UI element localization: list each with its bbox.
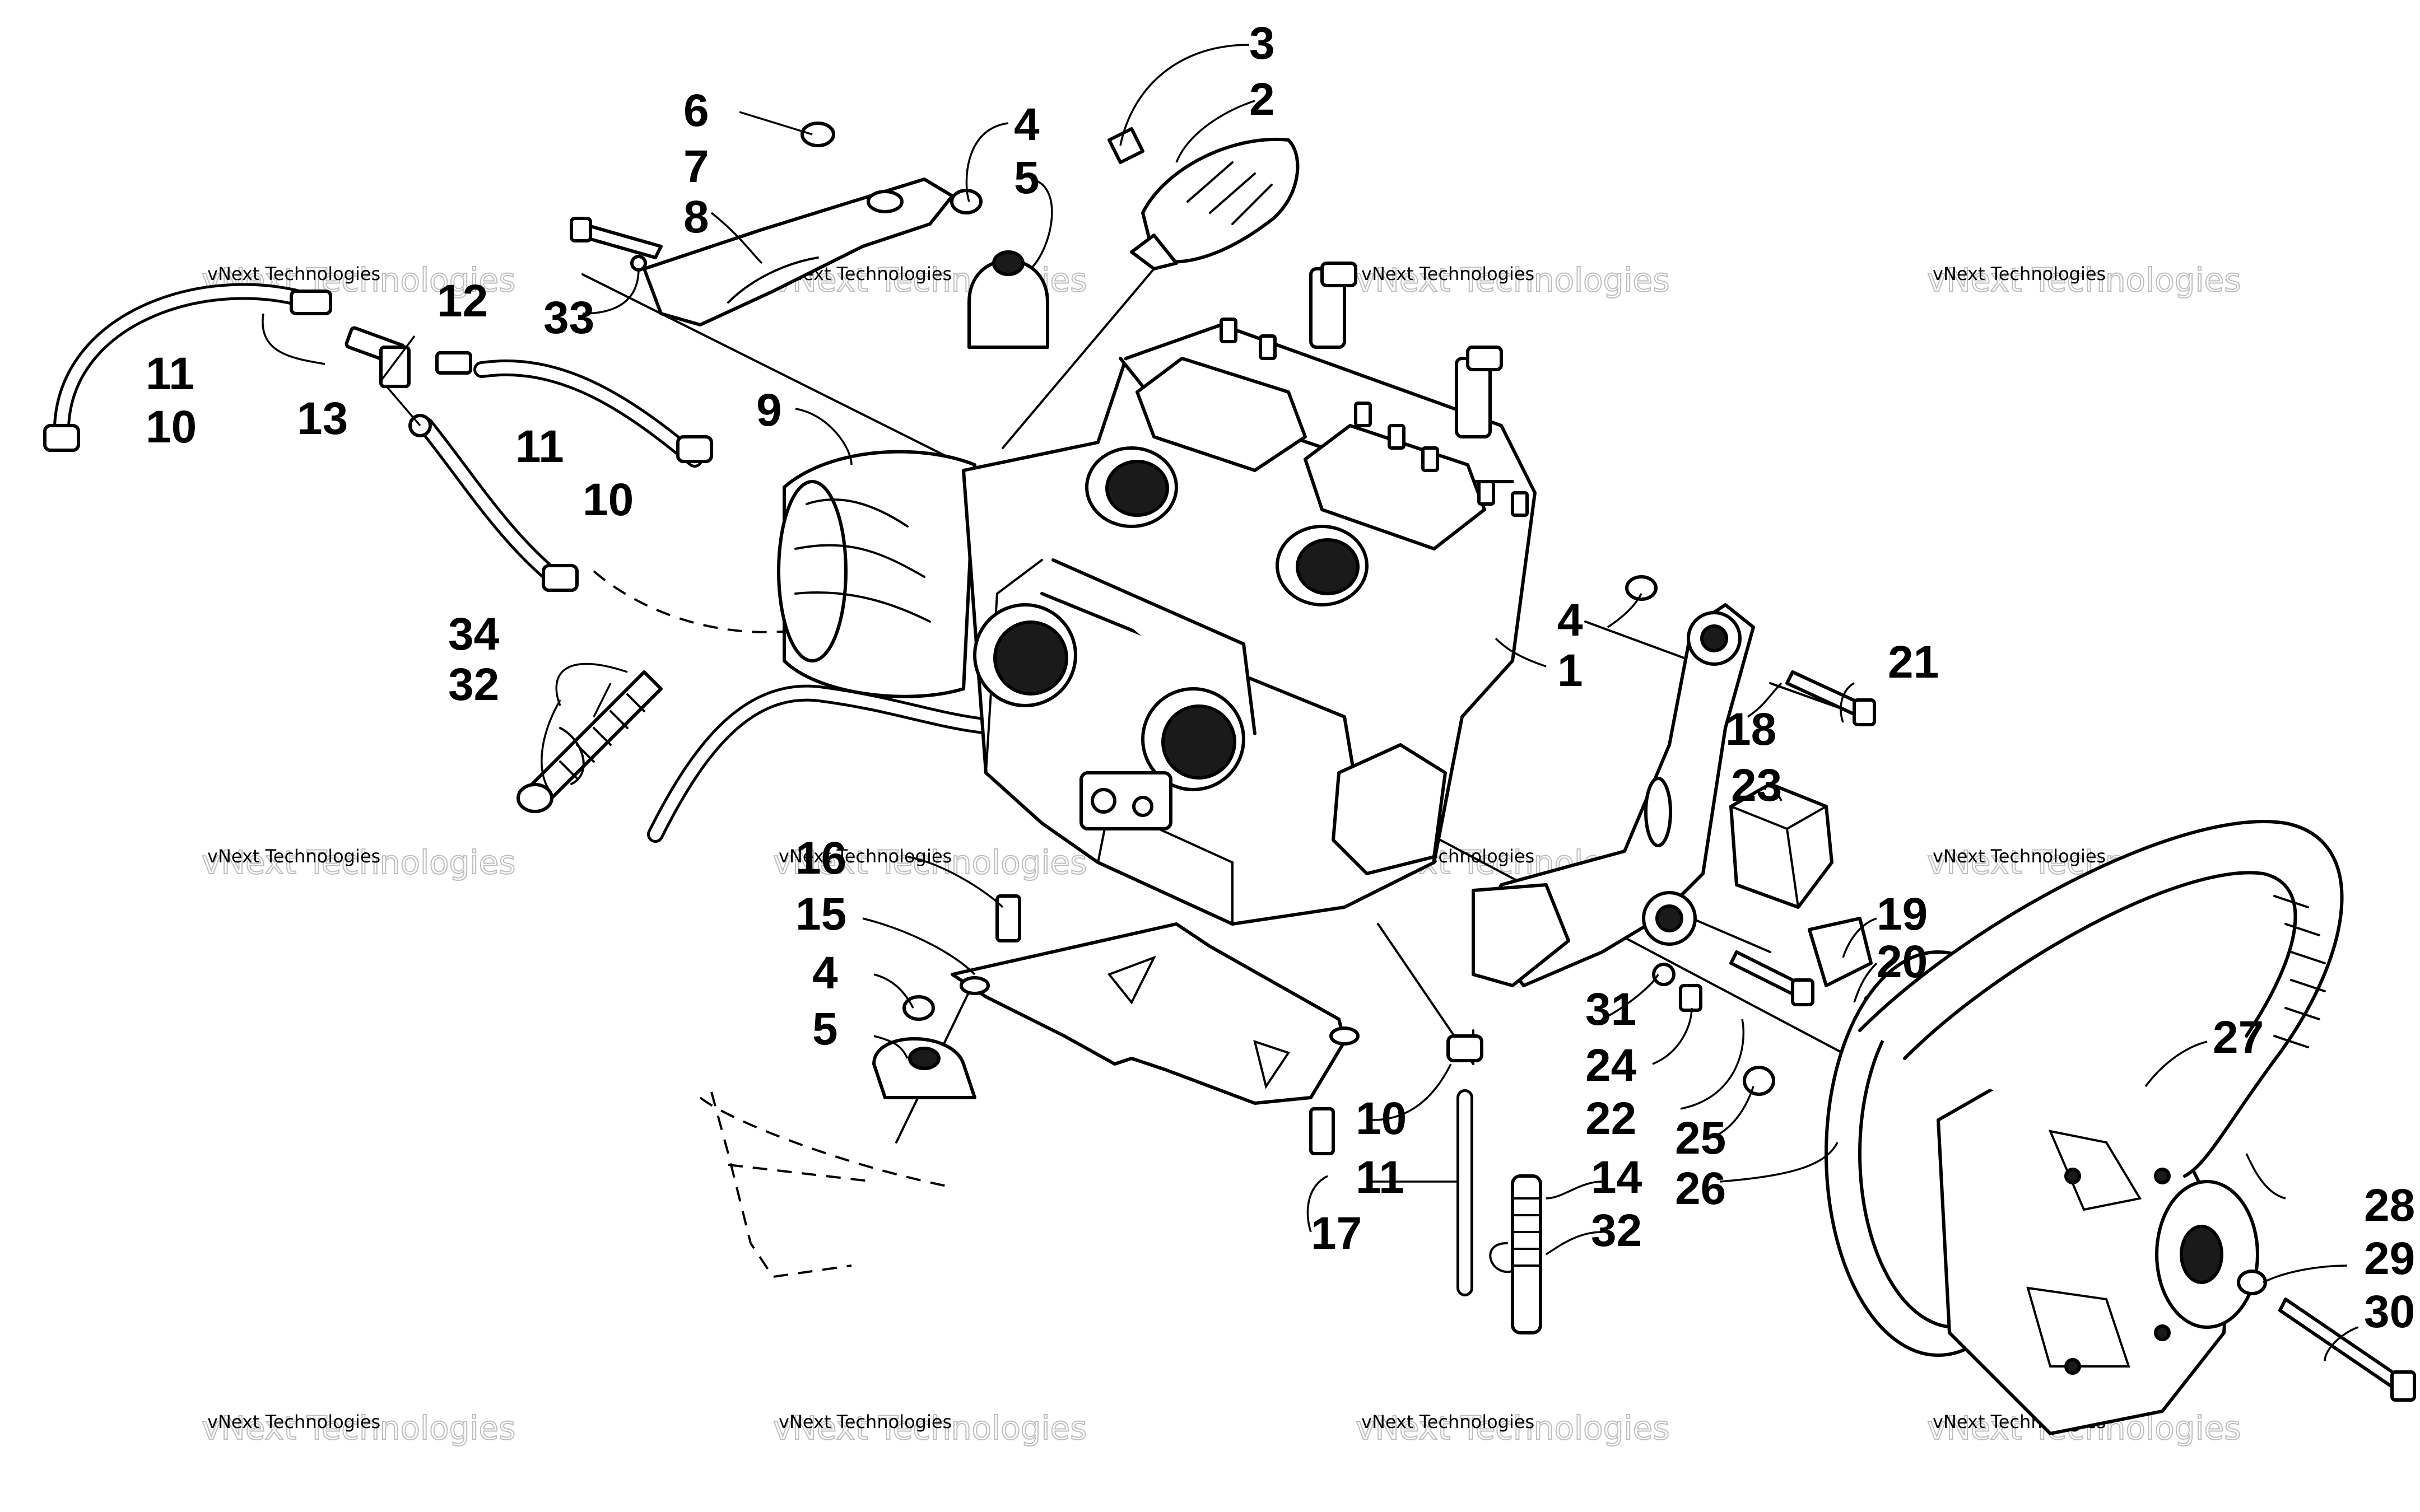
- mount-isolators: [872, 189, 1658, 1099]
- svg-text:vNext Technologies: vNext Technologies: [1927, 261, 2241, 299]
- callout-9: 9: [756, 385, 782, 436]
- drive-belt: [1858, 820, 2344, 1178]
- callout-30: 30: [2364, 1286, 2415, 1337]
- callout-11: 11: [1356, 1152, 1404, 1203]
- clamp-icon: [43, 424, 80, 452]
- callout-25: 25: [1675, 1113, 1726, 1164]
- callout-7: 7: [683, 141, 709, 192]
- tee-fitting: [290, 290, 472, 437]
- head-bolts: [1220, 318, 1529, 517]
- clamp-icon: [676, 435, 713, 463]
- watermark: vNext Technologies vNext Technologies: [1355, 1408, 1670, 1448]
- drain-fitting-right: [1489, 1174, 1542, 1334]
- callout-numbers: 1 2 3 4 5 6 7 8 9 10 11 12 13 11 10 33 3…: [146, 18, 2415, 1337]
- airbox: [777, 450, 976, 698]
- callout-24: 24: [1585, 1040, 1637, 1091]
- callout-18: 18: [1725, 704, 1776, 755]
- callout-23: 23: [1731, 760, 1782, 811]
- svg-text:vNext Technologies: vNext Technologies: [1356, 261, 1669, 299]
- callout-11: 11: [515, 421, 564, 472]
- watermark: vNext Technologies vNext Technologies: [1926, 260, 2241, 300]
- callout-26: 26: [1675, 1163, 1726, 1214]
- callout-22: 22: [1585, 1093, 1636, 1144]
- svg-text:vNext Technologies: vNext Technologies: [202, 843, 515, 881]
- recoil-starter-handle: [1107, 127, 1300, 270]
- callout-21: 21: [1888, 637, 1939, 688]
- hose-clamps: [43, 424, 1483, 1062]
- drain-fitting-left: [516, 670, 663, 813]
- watermark: vNext Technologies vNext Technologies: [1355, 260, 1670, 300]
- svg-text:vNext Technologies: vNext Technologies: [1933, 263, 2106, 284]
- callout-5: 5: [1014, 152, 1040, 203]
- svg-text:vNext Technologies: vNext Technologies: [207, 263, 380, 284]
- torque-arm-bracket: [1472, 603, 1755, 987]
- callout-32: 32: [1591, 1205, 1642, 1256]
- svg-text:vNext Technologies: vNext Technologies: [779, 846, 952, 867]
- watermark: vNext Technologies vNext Technologies: [201, 843, 516, 882]
- callout-3: 3: [1249, 18, 1275, 69]
- svg-text:vNext Technologies: vNext Technologies: [1933, 846, 2106, 867]
- leader-lines: [262, 44, 2359, 1361]
- callout-10: 10: [146, 402, 197, 452]
- svg-text:vNext Technologies: vNext Technologies: [779, 1411, 952, 1432]
- svg-text:vNext Technologies: vNext Technologies: [1361, 1411, 1534, 1432]
- callout-5: 5: [812, 1004, 838, 1054]
- callout-14: 14: [1591, 1152, 1642, 1203]
- callout-19: 19: [1877, 889, 1928, 940]
- svg-text:vNext Technologies: vNext Technologies: [1356, 1409, 1669, 1447]
- clutch-bolt: [2237, 1270, 2416, 1402]
- svg-text:vNext Technologies: vNext Technologies: [207, 846, 380, 867]
- callout-4: 4: [1557, 595, 1583, 646]
- clamp-icon: [1446, 1034, 1483, 1062]
- dashed-guides: [593, 570, 953, 1278]
- callout-17: 17: [1311, 1208, 1362, 1259]
- watermark: vNext Technologies vNext Technologies: [772, 1408, 1087, 1448]
- callout-11: 11: [146, 348, 194, 399]
- svg-text:vNext Technologies: vNext Technologies: [207, 1411, 380, 1432]
- callout-31: 31: [1585, 984, 1636, 1035]
- callout-29: 29: [2364, 1233, 2415, 1284]
- watermark: vNext Technologies vNext Technologies: [201, 1408, 516, 1448]
- callout-4: 4: [1014, 99, 1040, 150]
- rear-engine-mount-bracket: [643, 178, 954, 326]
- callout-4: 4: [812, 948, 838, 998]
- callout-1: 1: [1557, 645, 1583, 696]
- callout-27: 27: [2213, 1012, 2264, 1063]
- callout-16: 16: [795, 833, 846, 884]
- svg-text:vNext Technologies: vNext Technologies: [1361, 263, 1534, 284]
- callout-15: 15: [795, 889, 846, 940]
- callout-6: 6: [683, 85, 709, 136]
- callout-8: 8: [683, 192, 709, 242]
- fasteners: [570, 122, 1887, 1155]
- callout-34: 34: [448, 609, 500, 660]
- callout-2: 2: [1249, 74, 1275, 125]
- callout-32: 32: [448, 659, 499, 710]
- electrical-module: [1729, 782, 1833, 909]
- front-engine-mount-bracket: [951, 922, 1360, 1105]
- callout-20: 20: [1877, 936, 1928, 987]
- clamp-icon: [542, 564, 579, 592]
- svg-text:vNext Technologies: vNext Technologies: [773, 1409, 1087, 1447]
- callout-33: 33: [543, 292, 594, 343]
- callout-10: 10: [583, 474, 634, 525]
- callout-12: 12: [437, 276, 488, 326]
- callout-10: 10: [1356, 1093, 1407, 1144]
- coolant-hoses: [53, 283, 1473, 1296]
- callout-28: 28: [2364, 1180, 2415, 1231]
- svg-text:vNext Technologies: vNext Technologies: [202, 1409, 515, 1447]
- oil-pump: [1079, 771, 1172, 830]
- callout-13: 13: [297, 393, 348, 444]
- engine-block: [962, 262, 1537, 926]
- spark-plugs: [1309, 262, 1503, 438]
